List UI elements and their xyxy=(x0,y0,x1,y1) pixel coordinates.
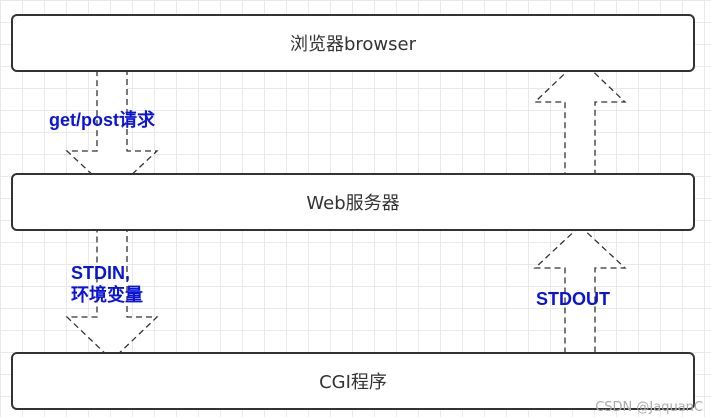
arrow-webserver-to-browser xyxy=(533,58,627,195)
cgi-box: CGI程序 xyxy=(11,352,695,410)
arrow-webserver-to-cgi xyxy=(65,225,159,361)
stdout-label-text: STDOUT xyxy=(536,289,610,309)
arrow-cgi-to-webserver xyxy=(533,225,627,361)
watermark: CSDN @JaquanC xyxy=(595,400,703,415)
browser-box-label: 浏览器browser xyxy=(289,34,417,55)
stdin-label-line1: STDIN, xyxy=(71,263,131,283)
cgi-box-label: CGI程序 xyxy=(319,372,387,393)
stdout-label: STDOUT xyxy=(536,288,610,310)
stdin-label-line2: 环境变量 xyxy=(71,285,143,305)
request-label: get/post请求 xyxy=(49,109,155,131)
request-label-text: get/post请求 xyxy=(49,110,155,130)
browser-box: 浏览器browser xyxy=(11,14,695,72)
stdin-env-label: STDIN, 环境变量 xyxy=(71,262,143,306)
web-server-box-label: Web服务器 xyxy=(306,193,400,214)
web-server-box: Web服务器 xyxy=(11,173,695,231)
arrow-browser-to-webserver xyxy=(65,58,159,194)
